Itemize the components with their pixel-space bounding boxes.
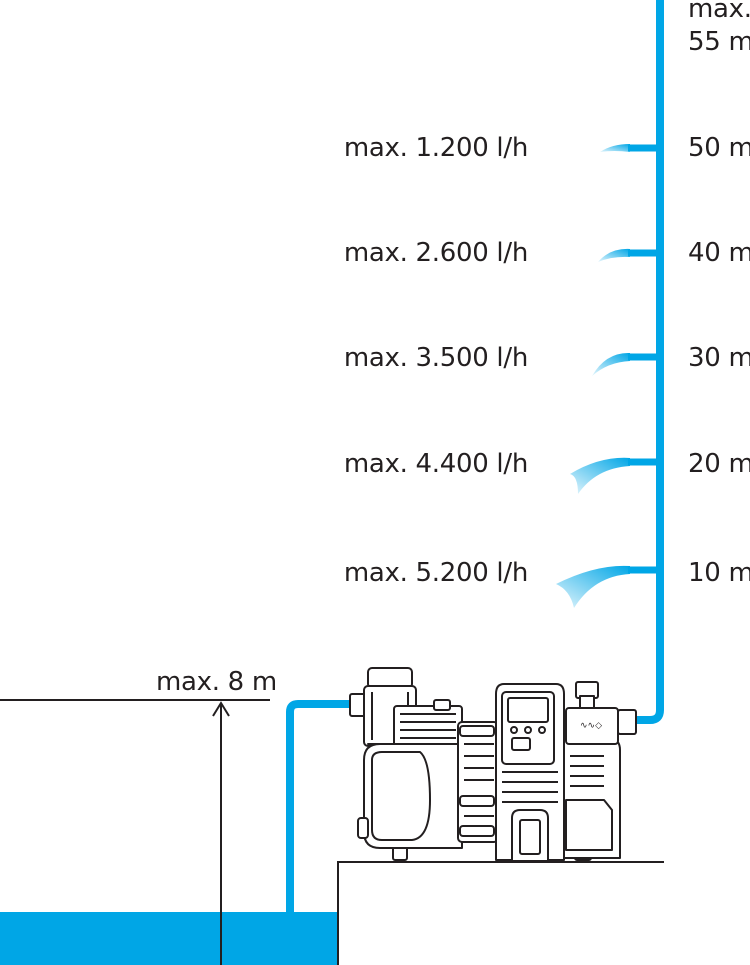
flow-label-30m: max. 3.500 l/h — [344, 343, 528, 373]
motor-housing — [457, 721, 499, 843]
suction-pipe — [286, 700, 352, 913]
height-label-20m: 20 m — [688, 449, 750, 479]
spray-10m — [556, 565, 630, 608]
height-ticks — [628, 144, 664, 574]
platform-outline — [337, 861, 664, 965]
spray-20m — [570, 457, 630, 494]
pressure-pipe — [636, 0, 664, 724]
height-label-10m: 10 m — [688, 558, 750, 588]
pump-outlet-connector — [617, 709, 637, 735]
pump-illustration — [349, 667, 637, 861]
max-height-label-line1: max. — [688, 0, 750, 24]
height-label-50m: 50 m — [688, 133, 750, 163]
water-reservoir — [0, 912, 338, 965]
flow-label-40m: max. 2.600 l/h — [344, 238, 528, 268]
pump-upper-ribs — [393, 705, 463, 747]
pump-wave-symbol: ∿∿◇ — [580, 721, 602, 731]
suction-height-arrow — [212, 701, 230, 965]
spray-50m — [600, 144, 630, 152]
flow-label-50m: max. 1.200 l/h — [344, 133, 528, 163]
height-label-30m: 30 m — [688, 343, 750, 373]
max-height-label-line2: 55 m — [688, 27, 750, 57]
control-button-1 — [510, 726, 518, 734]
flow-label-10m: max. 5.200 l/h — [344, 558, 528, 588]
spray-40m — [598, 248, 630, 262]
suction-height-label: max. 8 m — [156, 667, 277, 697]
control-button-2 — [524, 726, 532, 734]
control-button-3 — [538, 726, 546, 734]
water-sprays — [556, 144, 630, 608]
height-label-40m: 40 m — [688, 238, 750, 268]
control-display — [507, 697, 549, 723]
flow-label-20m: max. 4.400 l/h — [344, 449, 528, 479]
spray-30m — [592, 352, 630, 376]
control-main-button — [511, 737, 531, 751]
